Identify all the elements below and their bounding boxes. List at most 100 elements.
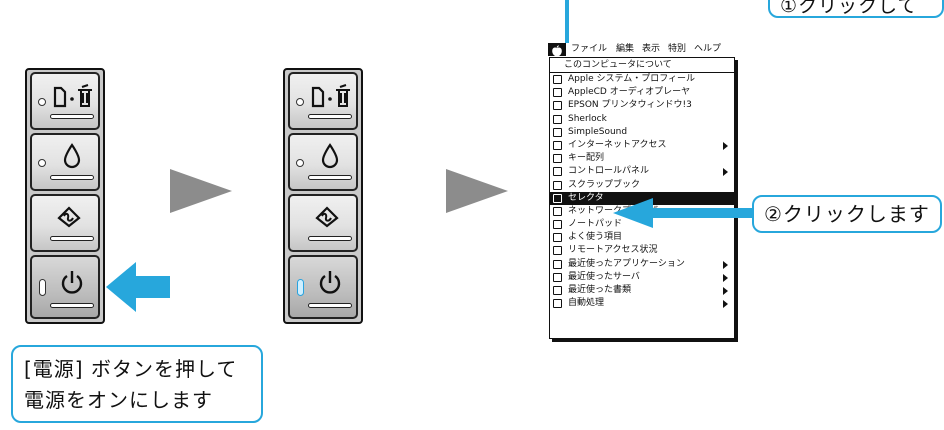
menu-item[interactable]: SimpleSound <box>550 126 734 139</box>
menu-item-label: 自動処理 <box>568 298 605 309</box>
menu-item[interactable]: 最近使った書類 <box>550 284 734 297</box>
menu-item[interactable]: 自動処理 <box>550 297 734 310</box>
menu-item[interactable]: 最近使ったアプリケーション <box>550 258 734 271</box>
menu-item-label: 最近使ったサーバ <box>568 271 640 282</box>
power-callout-line1: [電源] ボタンを押して <box>24 357 238 381</box>
next-step-arrow-2 <box>446 169 508 213</box>
menu-item-icon <box>553 88 562 98</box>
ink-button[interactable] <box>30 133 100 191</box>
menu-item-icon <box>553 259 562 269</box>
menu-item-label: Sherlock <box>568 113 607 124</box>
menu-item-icon <box>553 167 562 177</box>
menu-item-icon <box>553 180 562 190</box>
menu-item[interactable]: キー配列 <box>550 152 734 165</box>
maintenance-button[interactable] <box>288 194 358 252</box>
menu-item-icon <box>553 272 562 282</box>
menu-item-icon <box>553 127 562 137</box>
power-lamp <box>39 279 46 296</box>
menu-item[interactable]: インターネットアクセス <box>550 139 734 152</box>
click-pointer-arrow <box>613 198 752 228</box>
apple-menu-dropdown: このコンピュータについて Apple システム・プロフィール AppleCD オー… <box>549 57 735 339</box>
menu-item-icon <box>553 140 562 150</box>
power-lamp-on <box>297 279 304 296</box>
ink-lamp <box>296 159 304 167</box>
menu-help[interactable]: ヘルプ <box>694 44 722 54</box>
menu-item[interactable]: EPSON プリンタウィンドウ!3 <box>550 99 734 112</box>
menu-item-label: リモートアクセス状況 <box>568 245 658 256</box>
menu-view[interactable]: 表示 <box>642 44 661 54</box>
click-step1-callout: ①クリックして <box>768 0 944 18</box>
power-button[interactable] <box>30 255 100 319</box>
submenu-arrow-icon <box>723 300 728 309</box>
menu-item[interactable]: よく使う項目 <box>550 231 734 244</box>
menu-item-label: Apple システム・プロフィール <box>568 74 696 84</box>
power-callout-line2: 電源をオンにします <box>24 388 213 412</box>
menu-item-label: コントロールパネル <box>568 166 650 177</box>
menu-item-label: SimpleSound <box>568 126 628 137</box>
paper-trash-icon <box>53 84 92 108</box>
printer-panel-after <box>283 68 363 324</box>
menu-item-icon <box>553 193 562 203</box>
power-button[interactable] <box>288 255 358 319</box>
maintenance-button[interactable] <box>30 194 100 252</box>
paper-lamp <box>38 98 46 106</box>
menu-file[interactable]: ファイル <box>571 44 608 54</box>
menu-item-label: セレクタ <box>568 192 604 203</box>
menu-items-list: Apple システム・プロフィール AppleCD オーディオプレーヤ EPSON … <box>550 73 734 310</box>
paper-button[interactable] <box>30 72 100 130</box>
menu-item[interactable]: Sherlock <box>550 113 734 126</box>
menu-item-icon <box>553 101 562 111</box>
ink-lamp <box>38 159 46 167</box>
menu-item[interactable]: コントロールパネル <box>550 165 734 178</box>
menu-item[interactable]: 最近使ったサーバ <box>550 271 734 284</box>
menu-item-icon <box>553 114 562 124</box>
power-instruction-callout: [電源] ボタンを押して 電源をオンにします <box>11 345 263 423</box>
power-icon <box>319 271 341 294</box>
next-step-arrow-1 <box>170 169 232 213</box>
menu-item-icon <box>553 220 562 230</box>
ink-drop-icon <box>321 143 339 169</box>
menu-item-label: AppleCD オーディオプレーヤ <box>568 87 691 98</box>
menu-item-label: ネットワークブラウザ <box>568 205 659 216</box>
printer-panel-before <box>25 68 105 324</box>
menu-item-icon <box>553 206 562 216</box>
maintenance-icon <box>315 206 339 228</box>
menu-item-label: インターネットアクセス <box>568 139 667 150</box>
paper-button[interactable] <box>288 72 358 130</box>
apple-menu-button[interactable] <box>548 43 566 57</box>
ink-button[interactable] <box>288 133 358 191</box>
menu-special[interactable]: 特別 <box>668 44 687 54</box>
menu-item-label: スクラップブック <box>568 179 641 190</box>
menu-item-icon <box>553 75 562 84</box>
menu-item[interactable]: リモートアクセス状況 <box>550 244 734 257</box>
menu-item[interactable]: セレクタ <box>550 191 734 205</box>
ink-drop-icon <box>63 143 81 169</box>
menu-edit[interactable]: 編集 <box>616 44 635 54</box>
press-arrow-icon <box>106 262 170 312</box>
paper-trash-icon <box>311 84 350 108</box>
menu-item-label: 最近使った書類 <box>568 285 632 295</box>
submenu-arrow-icon <box>723 141 728 150</box>
menu-item-icon <box>553 246 562 256</box>
menu-item[interactable]: ネットワークブラウザ <box>550 205 734 218</box>
menu-item-icon <box>553 299 562 309</box>
menu-item-label: EPSON プリンタウィンドウ!3 <box>568 100 692 111</box>
submenu-arrow-icon <box>723 273 728 282</box>
menu-item[interactable]: Apple システム・プロフィール <box>550 73 734 86</box>
apple-pointer-line <box>565 0 569 44</box>
menu-item-label: よく使う項目 <box>568 232 623 243</box>
menu-item-icon <box>553 233 562 243</box>
paper-lamp <box>296 98 304 106</box>
menu-item-icon <box>553 286 562 295</box>
submenu-arrow-icon <box>723 260 728 269</box>
click-step2-callout: ②クリックします <box>752 195 942 233</box>
menu-item[interactable]: スクラップブック <box>550 179 734 192</box>
menu-item-about[interactable]: このコンピュータについて <box>550 58 734 73</box>
menu-item-label: キー配列 <box>568 153 605 164</box>
power-icon <box>61 271 83 294</box>
menu-item[interactable]: ノートパッド <box>550 218 734 231</box>
maintenance-icon <box>57 206 81 228</box>
menu-item-icon <box>553 154 562 164</box>
menubar: ファイル 編集 表示 特別 ヘルプ <box>545 43 748 57</box>
menu-item[interactable]: AppleCD オーディオプレーヤ <box>550 86 734 99</box>
